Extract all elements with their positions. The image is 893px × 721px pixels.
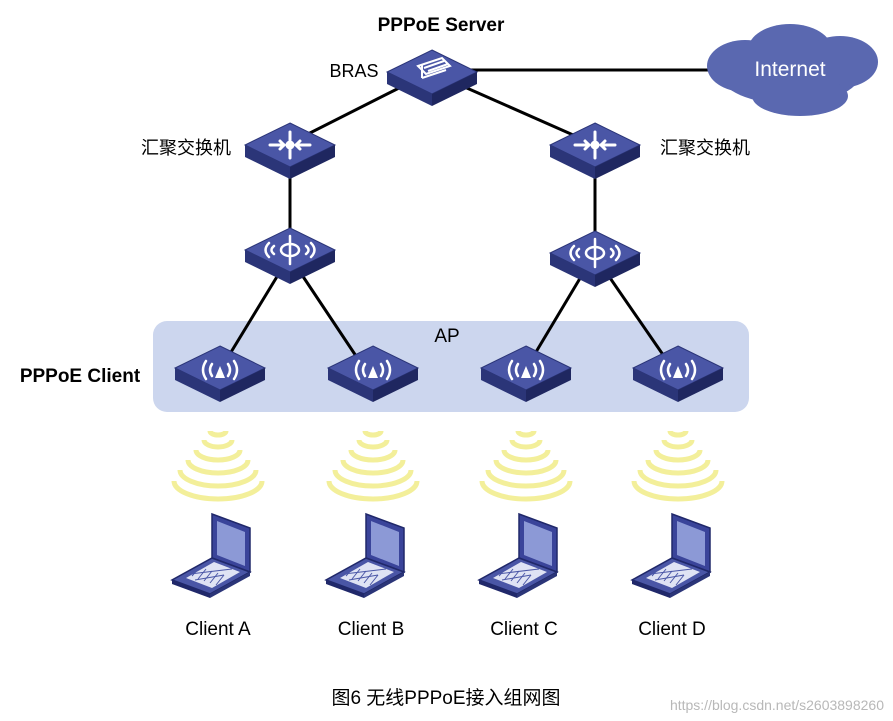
wifi-signal-icon xyxy=(634,431,722,499)
client-group-label: PPPoE Client xyxy=(20,366,141,387)
agg-left-label: 汇聚交换机 xyxy=(141,138,231,158)
link-access-left-ap-a xyxy=(223,274,280,363)
links xyxy=(223,68,760,363)
bras-label: BRAS xyxy=(329,61,378,81)
client-label-b: Client B xyxy=(338,619,405,640)
wifi-signal-icon xyxy=(329,431,417,499)
access-switch-icon xyxy=(549,230,641,288)
laptop-icon xyxy=(631,513,711,599)
switch-icon xyxy=(244,122,336,180)
client-label-c: Client C xyxy=(490,619,558,640)
access-switch-icon xyxy=(244,227,336,285)
client-label-d: Client D xyxy=(638,619,706,640)
agg-right-label: 汇聚交换机 xyxy=(660,138,750,158)
internet-label: Internet xyxy=(754,58,825,81)
link-bras-agg-left xyxy=(299,83,406,140)
router-icon xyxy=(386,49,478,107)
ap-group-label: AP xyxy=(434,326,459,347)
link-access-right-ap-d xyxy=(606,274,670,363)
watermark: https://blog.csdn.net/s2603898260 xyxy=(670,697,884,713)
laptop-icon xyxy=(171,513,251,599)
laptop-icon xyxy=(325,513,405,599)
link-bras-agg-right xyxy=(459,83,581,140)
cloud-icon xyxy=(707,24,878,116)
link-access-right-ap-c xyxy=(528,274,584,363)
laptop-icon xyxy=(478,513,558,599)
wifi-signal-icon xyxy=(174,431,262,499)
ap-group-band xyxy=(153,321,749,412)
server-title: PPPoE Server xyxy=(378,15,505,36)
client-label-a: Client A xyxy=(185,619,251,640)
figure-caption: 图6 无线PPPoE接入组网图 xyxy=(331,687,560,709)
link-access-left-ap-b xyxy=(300,274,362,363)
wifi-signal-icon xyxy=(482,431,570,499)
